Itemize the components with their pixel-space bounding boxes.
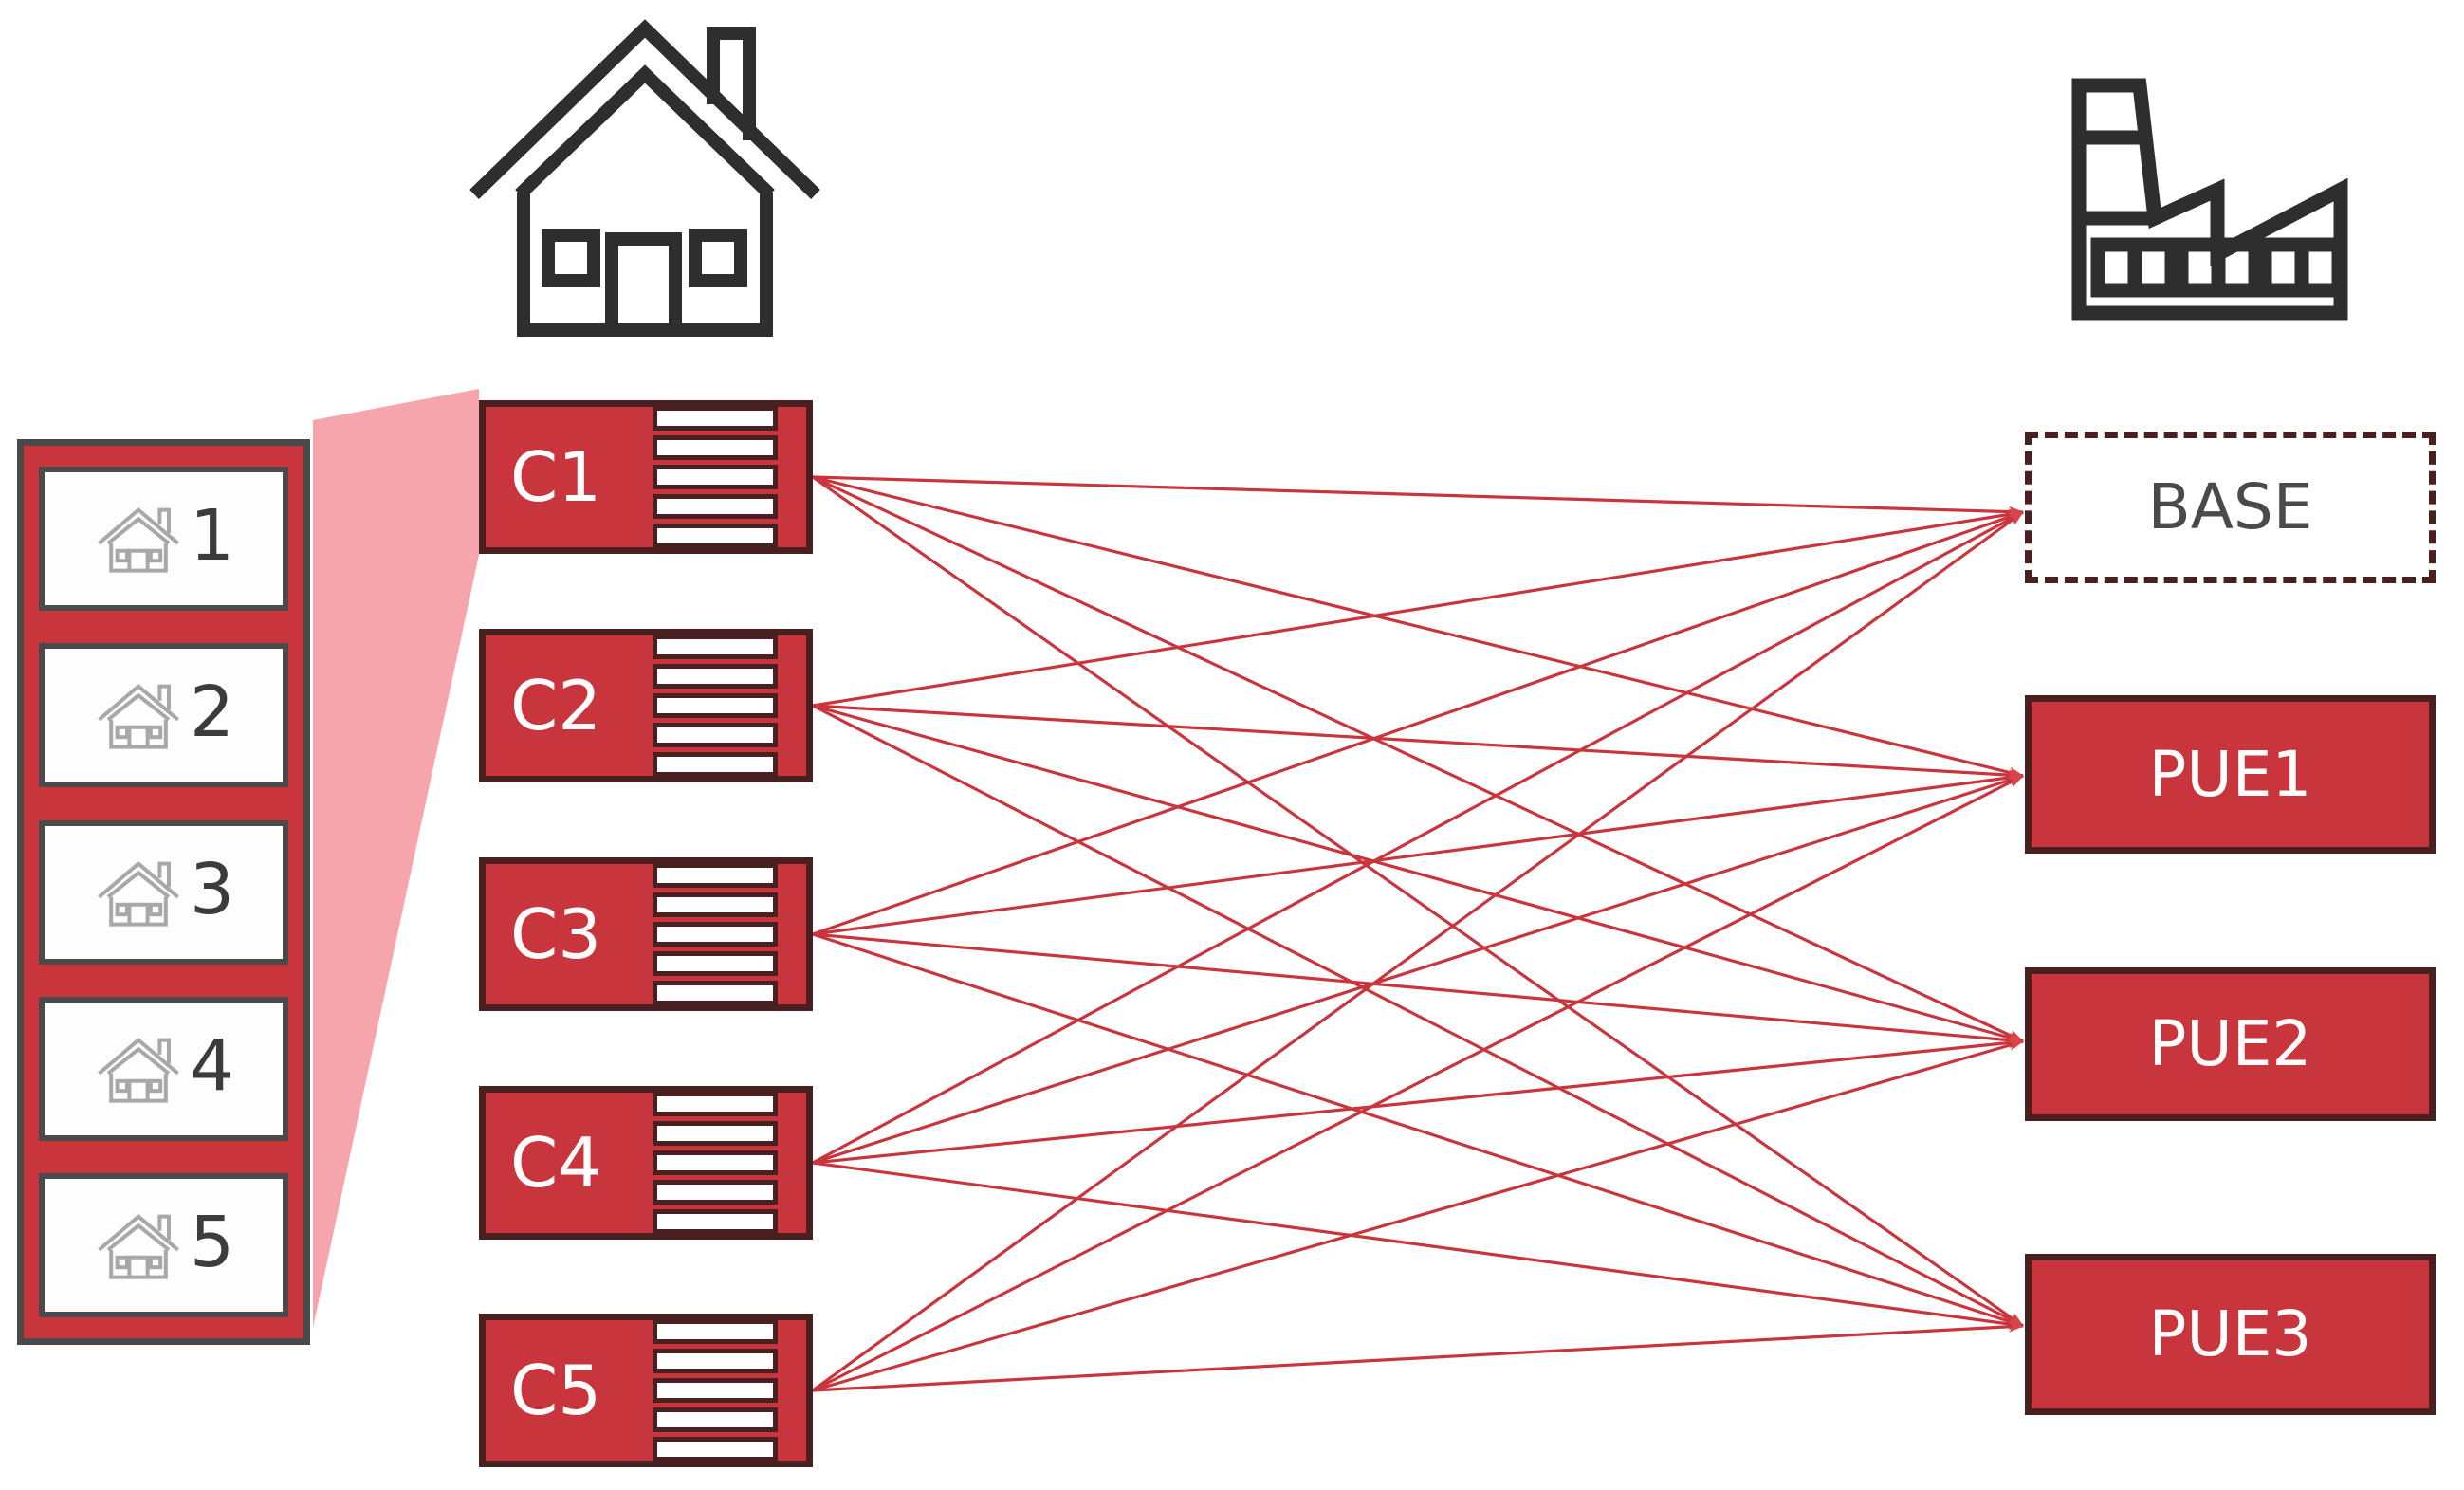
rack-bar	[653, 664, 778, 689]
aggregator-label: PUE2	[2148, 1007, 2312, 1080]
cluster-node-c5[interactable]: C5	[479, 1314, 813, 1467]
house-icon	[98, 684, 179, 749]
rack-bar	[653, 693, 778, 718]
house-cell-4[interactable]: 4	[39, 996, 288, 1141]
rack-bar	[653, 494, 778, 519]
rack-bar	[653, 1209, 778, 1234]
edge-c2-pue1	[812, 704, 2024, 782]
house-cell-1[interactable]: 1	[39, 467, 288, 611]
edge-c2-base	[812, 508, 2024, 708]
house-icon	[469, 19, 820, 337]
edge-c5-base	[812, 510, 2024, 1392]
server-rack-icon	[653, 635, 778, 777]
edge-c1-pue1	[812, 475, 2024, 779]
rack-bar	[653, 752, 778, 777]
house-group-panel[interactable]: 1 2	[17, 439, 310, 1345]
server-rack-icon	[653, 406, 778, 548]
expansion-wedge-shape	[313, 389, 479, 1328]
edge-c5-pue2	[812, 1039, 2024, 1392]
aggregator-node-base[interactable]: BASE	[2025, 432, 2436, 583]
cluster-node-c3[interactable]: C3	[479, 857, 813, 1011]
server-rack-icon	[653, 863, 778, 1005]
edge-c1-pue2	[812, 475, 2024, 1043]
cluster-label: C1	[510, 437, 602, 517]
server-rack-icon	[653, 1092, 778, 1234]
rack-bar	[653, 524, 778, 548]
cluster-node-c2[interactable]: C2	[479, 629, 813, 782]
house-icon	[98, 860, 179, 927]
edge-c2-pue2	[812, 704, 2024, 1043]
edge-c5-pue1	[812, 774, 2024, 1392]
rack-bar	[653, 1150, 778, 1175]
edge-c3-pue3	[812, 932, 2024, 1328]
house-cell-label: 1	[189, 495, 235, 577]
rack-bar	[653, 465, 778, 489]
cluster-label: C2	[510, 666, 602, 745]
rack-bar	[653, 1319, 778, 1344]
cluster-label: C4	[510, 1123, 602, 1203]
aggregator-node-pue1[interactable]: PUE1	[2025, 695, 2436, 854]
house-icon	[98, 1037, 179, 1103]
aggregator-node-pue3[interactable]: PUE3	[2025, 1254, 2436, 1415]
edge-group	[812, 475, 2024, 1392]
rack-bar	[653, 1121, 778, 1146]
edge-c2-pue3	[812, 704, 2024, 1328]
rack-bar	[653, 1180, 778, 1205]
house-cell-label: 5	[189, 1202, 235, 1283]
rack-bar	[653, 922, 778, 947]
cluster-node-c1[interactable]: C1	[479, 400, 813, 554]
rack-bar	[653, 863, 778, 888]
house-icon	[98, 1213, 179, 1279]
house-cell-label: 4	[189, 1024, 235, 1107]
rack-bar	[653, 1378, 778, 1403]
rack-bar	[653, 723, 778, 747]
aggregator-label: PUE3	[2148, 1297, 2312, 1370]
server-rack-icon	[653, 1319, 778, 1462]
rack-bar	[653, 406, 778, 431]
edge-c3-pue1	[812, 771, 2024, 936]
aggregator-label: PUE1	[2148, 737, 2312, 811]
house-cell-2[interactable]: 2	[39, 643, 288, 788]
rack-bar	[653, 981, 778, 1005]
cluster-label: C5	[510, 1351, 602, 1430]
aggregator-label: BASE	[2147, 470, 2313, 543]
house-cell-label: 3	[189, 848, 235, 930]
edge-c3-base	[812, 510, 2024, 936]
rack-bar	[653, 1407, 778, 1432]
edge-c4-pue3	[812, 1161, 2024, 1330]
rack-bar	[653, 635, 778, 659]
rack-bar	[653, 892, 778, 917]
house-cell-3[interactable]: 3	[39, 819, 288, 965]
cluster-node-c4[interactable]: C4	[479, 1086, 813, 1240]
edge-c3-pue2	[812, 932, 2024, 1046]
rack-bar	[653, 951, 778, 976]
edge-c1-pue3	[812, 475, 2024, 1328]
edge-c1-base	[812, 475, 2024, 518]
rack-bar	[653, 1349, 778, 1373]
cluster-label: C3	[510, 894, 602, 974]
house-icon	[98, 506, 179, 573]
aggregator-node-pue2[interactable]: PUE2	[2025, 967, 2436, 1121]
rack-bar	[653, 1092, 778, 1116]
edge-c4-pue1	[812, 774, 2024, 1165]
edge-c4-base	[812, 510, 2024, 1165]
house-cell-label: 2	[189, 671, 235, 754]
rack-bar	[653, 1437, 778, 1462]
house-cell-5[interactable]: 5	[39, 1173, 288, 1317]
edge-c4-pue2	[812, 1037, 2024, 1165]
rack-bar	[653, 435, 778, 460]
edge-c5-pue3	[812, 1320, 2024, 1392]
